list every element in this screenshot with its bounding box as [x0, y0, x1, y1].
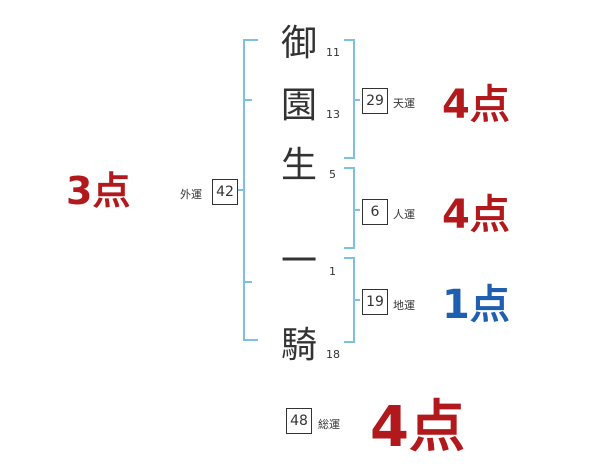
tenun-bracket: [344, 39, 355, 159]
stroke-count-4: 1: [329, 265, 336, 278]
chiun-score: 1点: [442, 282, 510, 328]
name-char-4: 一: [281, 241, 318, 282]
souun-score: 4点: [370, 395, 465, 460]
souun-value-box: 48: [286, 408, 312, 434]
jinun-bracket: [344, 167, 355, 249]
name-char-2: 園: [281, 85, 318, 126]
chiun-value-box: 19: [362, 289, 388, 315]
stroke-count-1: 11: [326, 46, 340, 59]
gaiun-value-box: 42: [212, 179, 238, 205]
jinun-label: 人運: [393, 208, 415, 221]
name-char-3: 生: [281, 145, 318, 186]
name-char-1: 御: [281, 23, 318, 64]
tenun-value-box: 29: [362, 88, 388, 114]
gaiun-score: 3点: [66, 169, 131, 213]
stroke-count-5: 18: [326, 348, 340, 361]
chiun-label: 地運: [393, 299, 415, 312]
stroke-count-3: 5: [329, 168, 336, 181]
stroke-count-2: 13: [326, 108, 340, 121]
name-char-5: 騎: [281, 325, 318, 366]
gaiun-label: 外運: [180, 188, 202, 201]
chiun-bracket: [344, 257, 355, 343]
outer-bracket: [243, 39, 258, 341]
jinun-score: 4点: [442, 192, 510, 238]
tenun-score: 4点: [442, 82, 510, 128]
jinun-value-box: 6: [362, 199, 388, 225]
tenun-label: 天運: [393, 97, 415, 110]
souun-label: 総運: [318, 418, 340, 431]
